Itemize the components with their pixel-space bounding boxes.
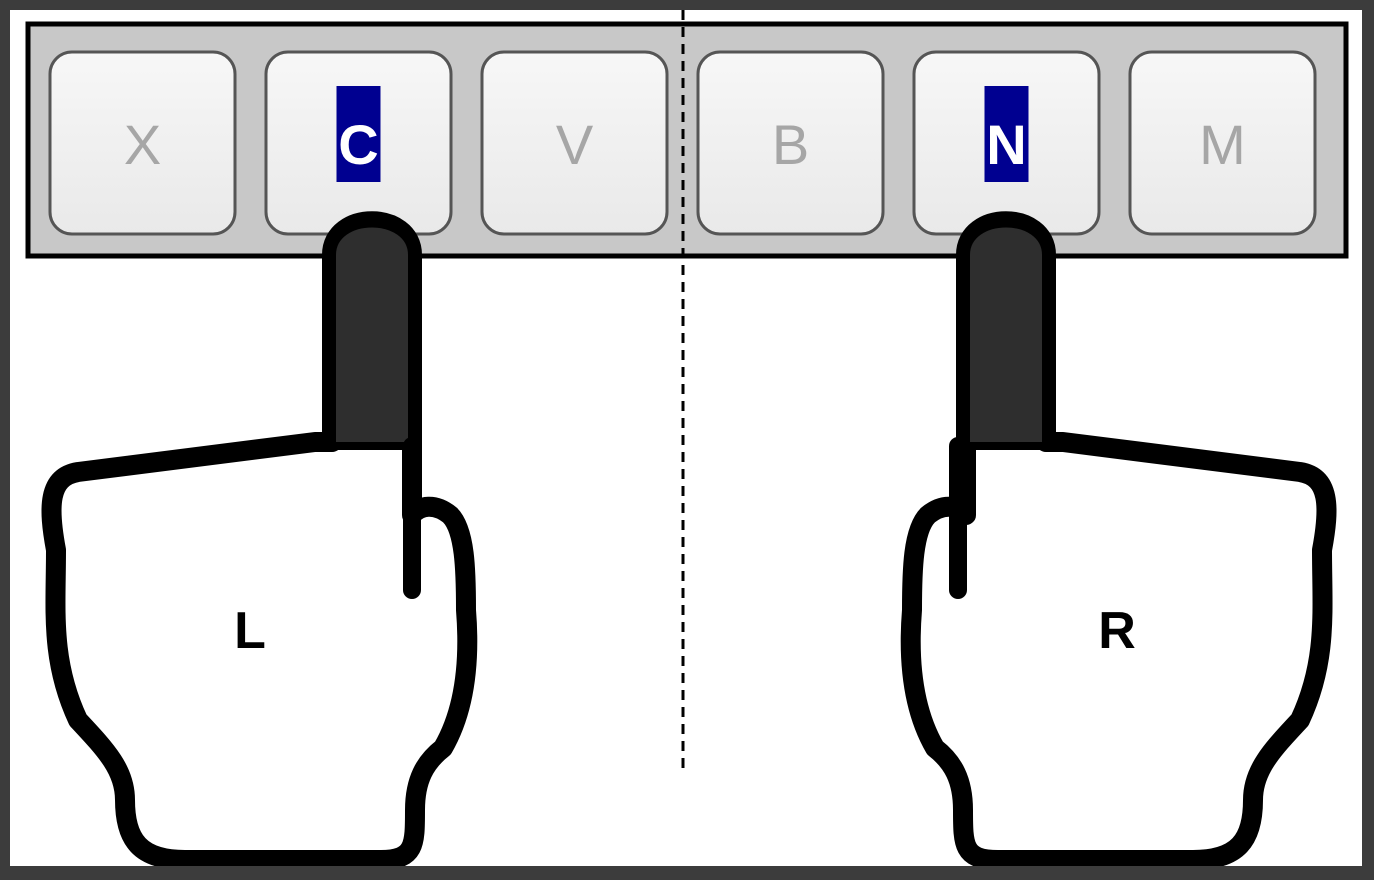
key-letter: B	[772, 113, 809, 176]
key-letter: V	[556, 113, 594, 176]
keyboard-hands-diagram: X C V B N M L R	[25, 10, 1349, 866]
key-v: V	[480, 50, 669, 236]
key-cap	[48, 50, 237, 236]
key-b: B	[696, 50, 885, 236]
key-x: X	[48, 50, 237, 236]
key-letter: N	[986, 113, 1026, 176]
key-highlight	[336, 86, 381, 182]
key-n: N	[912, 50, 1101, 236]
keyboard-tray	[25, 21, 1349, 259]
diagram-canvas: X C V B N M L R	[10, 10, 1362, 866]
right-hand-label: R	[1098, 602, 1136, 660]
key-cap	[1128, 50, 1317, 236]
right-index-finger	[962, 219, 1050, 450]
key-m: M	[1128, 50, 1317, 236]
key-letter: C	[338, 113, 378, 176]
key-cap	[480, 50, 669, 236]
left-hand-icon: L	[41, 211, 478, 866]
left-hand-label: L	[234, 602, 266, 660]
key-highlight	[984, 86, 1029, 182]
right-hand-icon: R	[900, 211, 1337, 866]
left-index-finger	[328, 219, 416, 450]
key-letter: M	[1199, 113, 1246, 176]
key-c: C	[264, 50, 453, 236]
key-cap	[696, 50, 885, 236]
key-letter: X	[124, 113, 161, 176]
